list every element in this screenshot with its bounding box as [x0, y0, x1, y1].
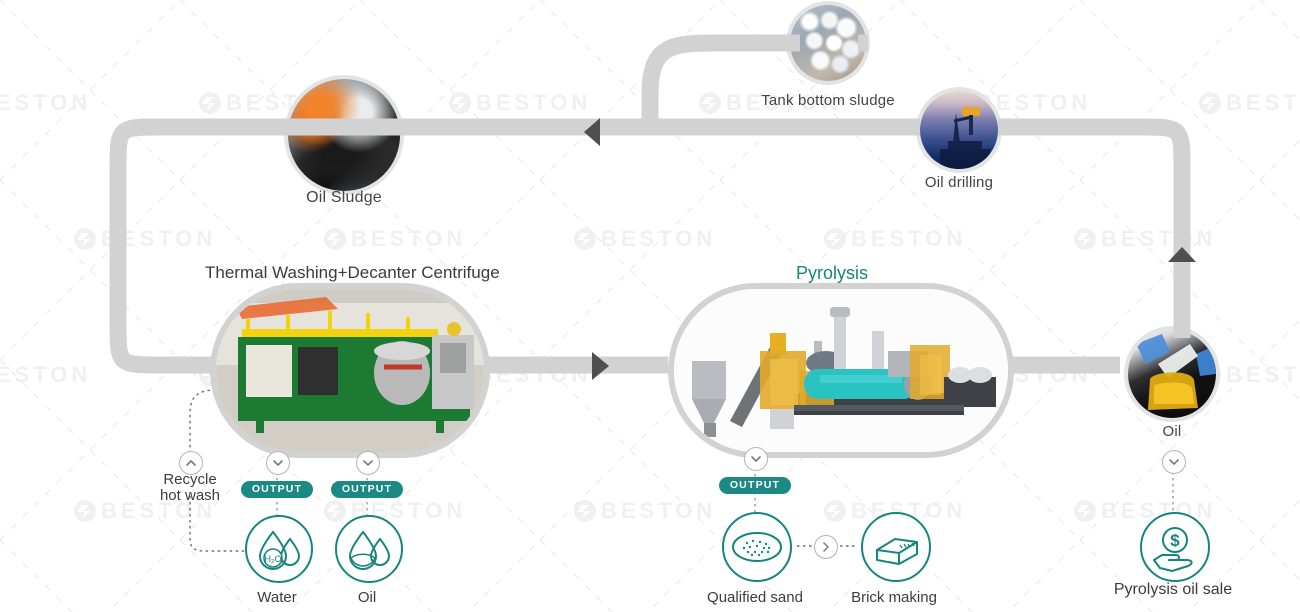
svg-text:BESTON: BESTON — [601, 226, 716, 251]
chevron-down-icon-water[interactable] — [266, 451, 290, 475]
beston-watermark: BESTON — [74, 498, 216, 523]
svg-text:BESTON: BESTON — [101, 498, 216, 523]
svg-text:BESTON: BESTON — [351, 226, 466, 251]
source-photo-oil-drilling — [920, 91, 998, 169]
svg-text:BESTON: BESTON — [1226, 362, 1300, 387]
chevron-down-icon-pyrolysis-oil-sale[interactable] — [1162, 450, 1186, 474]
svg-text:BESTON: BESTON — [601, 498, 716, 523]
svg-text:BESTON: BESTON — [1226, 90, 1300, 115]
output-label-water: Water — [257, 589, 297, 606]
hand-dollar-icon: $ — [1153, 527, 1193, 572]
section-title-pyrolysis: Pyrolysis — [796, 263, 869, 283]
svg-text:BESTON: BESTON — [0, 90, 91, 115]
stage-photo-pyrolysis — [674, 289, 1008, 452]
chevron-right-icon-sand-to-brick[interactable] — [814, 535, 838, 559]
beston-watermark: BESTON — [1199, 90, 1300, 115]
output-label-oil: Oil — [357, 589, 377, 606]
beston-watermark: BESTON — [574, 226, 716, 251]
output-icon-circle-brick-making[interactable] — [861, 512, 931, 582]
output-badge-qualified-sand: OUTPUT — [719, 477, 791, 494]
source-photo-oil — [1128, 330, 1216, 418]
beston-watermark: BESTON — [699, 90, 841, 115]
caption-oil-drilling: Oil drilling — [924, 174, 994, 191]
output-badge-water: OUTPUT — [241, 481, 313, 498]
svg-text:BESTON: BESTON — [851, 226, 966, 251]
output-label-pyrolysis-oil-sale: Pyrolysis oil sale — [1113, 581, 1233, 598]
sand-pile-icon — [732, 532, 782, 562]
beston-watermark: BESTON — [0, 90, 91, 115]
svg-text:BESTON: BESTON — [726, 90, 841, 115]
beston-watermark: BESTON — [824, 226, 966, 251]
chevron-up-icon-recycle[interactable] — [179, 451, 203, 475]
output-icon-circle-oil[interactable] — [335, 515, 403, 583]
recycle-hot-wash-label-line2: hot wash — [159, 487, 221, 504]
stage-frame-pyrolysis — [668, 283, 1014, 458]
beston-watermark: BESTON — [0, 362, 91, 387]
recycle-hot-wash-label-line1: Recycle — [163, 471, 217, 488]
output-badge-oil: OUTPUT — [331, 481, 403, 498]
flow-arrows — [584, 118, 1196, 380]
stage-frame-thermal-washing — [210, 283, 490, 458]
beston-watermark: BESTON — [324, 226, 466, 251]
output-icon-circle-qualified-sand[interactable] — [722, 512, 792, 582]
svg-text:$: $ — [1170, 531, 1180, 550]
beston-watermark: BESTON — [449, 90, 591, 115]
source-photo-tank-bottom-sludge — [790, 5, 866, 81]
chevron-down-icon-qualified-sand[interactable] — [744, 447, 768, 471]
stage-photo-thermal-washing — [216, 289, 484, 452]
output-icon-circle-water[interactable]: H₂O — [245, 515, 313, 583]
output-label-brick-making: Brick making — [851, 589, 937, 606]
svg-text:H₂O: H₂O — [265, 554, 282, 564]
oil-drop-icon — [348, 530, 391, 570]
svg-text:BESTON: BESTON — [1101, 226, 1216, 251]
caption-oil-sludge: Oil Sludge — [306, 189, 382, 206]
output-icon-circle-pyrolysis-oil-sale[interactable]: $ — [1140, 512, 1210, 582]
svg-text:BESTON: BESTON — [0, 362, 91, 387]
beston-watermark: BESTON — [574, 498, 716, 523]
svg-text:BESTON: BESTON — [476, 90, 591, 115]
brick-icon — [876, 538, 918, 565]
section-title-thermal-washing: Thermal Washing+Decanter Centrifuge — [205, 263, 500, 282]
caption-tank-bottom-sludge: Tank bottom sludge — [761, 92, 895, 109]
output-label-qualified-sand: Qualified sand — [707, 589, 803, 606]
caption-oil-photo: Oil — [1162, 423, 1182, 440]
beston-watermark: BESTON — [1074, 226, 1216, 251]
water-drop-h2o-icon: H₂O — [258, 530, 301, 570]
chevron-down-icon-oil[interactable] — [356, 451, 380, 475]
